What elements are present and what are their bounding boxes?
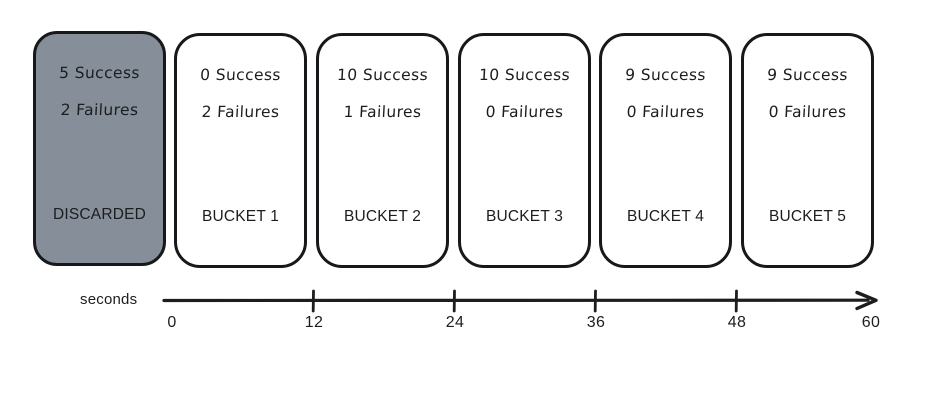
axis-line-svg [162,289,878,313]
bucket-card-label: DISCARDED [52,206,147,223]
success-count-line: 9 Success [766,66,849,84]
axis-tick-label-60: 60 [861,314,881,331]
success-count-line: 9 Success [624,66,707,84]
bucket-counts: 9 Success 0 Failures [602,66,729,141]
bucket-card-label: BUCKET 5 [768,208,847,225]
bucket-counts: 10 Success 0 Failures [461,66,588,141]
axis-tick-label-24: 24 [445,314,465,331]
arrow-right-icon [855,290,878,311]
bucket-card-discarded[interactable]: 5 Success 2 Failures DISCARDED [33,31,166,266]
bucket-cards-row: 5 Success 2 Failures DISCARDED 0 Success… [33,31,879,273]
failure-count-line: 1 Failures [343,102,422,121]
bucket-card-5[interactable]: 9 Success 0 Failures BUCKET 5 [741,33,874,268]
bucket-card-label: BUCKET 2 [343,208,422,225]
bucket-card-2[interactable]: 10 Success 1 Failures BUCKET 2 [316,33,449,268]
timeline-axis: seconds 0 12 24 36 48 60 [0,282,931,352]
success-count-line: 10 Success [336,66,429,84]
success-count-line: 10 Success [478,66,571,84]
axis-tick-label-48: 48 [727,314,747,331]
axis-tick-label-12: 12 [304,314,324,331]
bucket-counts: 0 Success 2 Failures [177,66,304,141]
bucket-card-1[interactable]: 0 Success 2 Failures BUCKET 1 [174,33,307,268]
bucket-counts: 5 Success 2 Failures [36,64,163,139]
failure-count-line: 2 Failures [201,102,280,121]
failure-count-line: 2 Failures [60,100,139,119]
bucket-card-4[interactable]: 9 Success 0 Failures BUCKET 4 [599,33,732,268]
success-count-line: 0 Success [199,66,282,84]
bucket-card-label: BUCKET 4 [626,208,705,225]
bucket-card-3[interactable]: 10 Success 0 Failures BUCKET 3 [458,33,591,268]
failure-count-line: 0 Failures [485,102,564,121]
failure-count-line: 0 Failures [626,102,705,121]
success-count-line: 5 Success [58,64,141,82]
bucket-counts: 9 Success 0 Failures [744,66,871,141]
axis-tick-label-0: 0 [167,314,177,331]
bucket-card-label: BUCKET 3 [485,208,564,225]
axis-unit-label: seconds [80,291,138,308]
axis-tick-label-36: 36 [586,314,606,331]
bucket-card-label: BUCKET 1 [201,208,280,225]
failure-count-line: 0 Failures [768,102,847,121]
bucket-counts: 10 Success 1 Failures [319,66,446,141]
